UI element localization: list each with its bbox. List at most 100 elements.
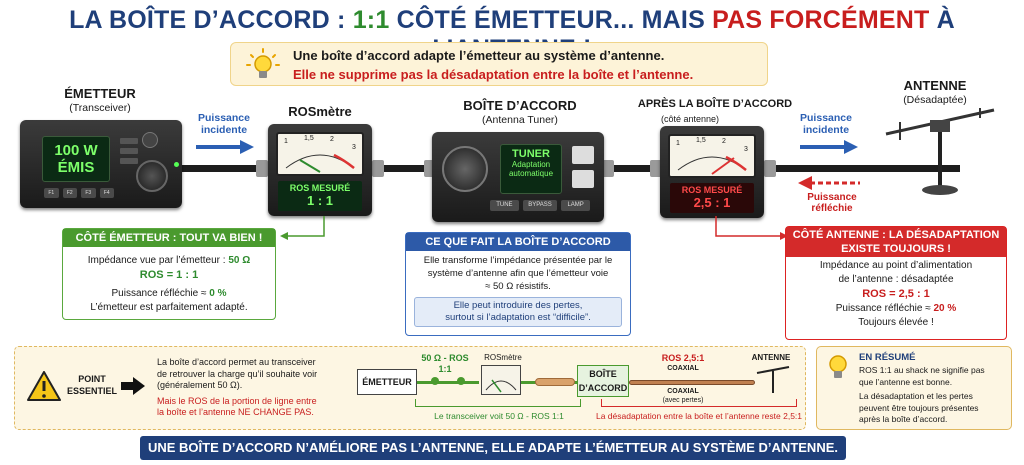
arrow-right-icon (196, 140, 254, 154)
function-button[interactable]: F3 (81, 188, 96, 198)
box-header: CÔTÉ ANTENNE : LA DÉSADAPTATION EXISTE T… (786, 227, 1006, 257)
lamp-button[interactable]: LAMP (561, 200, 590, 211)
key-point-text: La boîte d’accord permet au transceiver … (157, 357, 318, 417)
antenna-icon (885, 108, 995, 195)
title-part-3: CÔTÉ ÉMETTEUR... MAIS (389, 6, 713, 34)
box-header: CE QUE FAIT LA BOÎTE D’ACCORD (406, 233, 630, 251)
transmitter-side-box: CÔTÉ ÉMETTEUR : TOUT VA BIEN ! Impédance… (62, 228, 276, 320)
antenna-subtitle: (Désadaptée) (903, 94, 967, 106)
schema-coax-label: COAXIAL (667, 365, 699, 372)
swr-meter-scale (285, 153, 355, 173)
tuner-side-button[interactable] (572, 146, 594, 164)
summary-panel: EN RÉSUMÉ ROS 1:1 au shack ne signifie p… (816, 346, 1012, 430)
reflected-line: Puissance réfléchie ≈ 0 % (111, 288, 227, 299)
coax-cable-2 (370, 165, 440, 172)
schema-rosmetre (481, 365, 521, 395)
swr-result: ROS = 2,5 : 1 (862, 288, 930, 300)
small-knob[interactable] (142, 132, 158, 148)
panel-button[interactable] (120, 158, 138, 164)
panel-button[interactable] (120, 148, 138, 154)
schema-coax-short (535, 378, 575, 386)
antenna-tuner-device: TUNER Adaptation automatique TUNE BYPASS… (432, 132, 604, 222)
arrow-right-icon (121, 377, 145, 395)
intro-line-1: Une boîte d’accord adapte l’émetteur au … (293, 48, 665, 63)
swr-value: 1 : 1 (306, 193, 333, 208)
swr-meter-face: 1 1,5 2 3 (276, 132, 364, 176)
meter-tick: 1 (284, 138, 288, 145)
schema-antenna-icon (756, 366, 790, 393)
swr-meter-antenna-side: 1 1,5 2 3 ROS MESURÉ 2,5 : 1 (660, 126, 764, 218)
summary-header: EN RÉSUMÉ (859, 352, 916, 363)
lightbulb-icon (829, 355, 847, 378)
schema-note-red: La désadaptation entre la boîte et l’ant… (595, 411, 803, 421)
bottom-banner: UNE BOÎTE D’ACCORD N’AMÉLIORE PAS L’ANTE… (140, 436, 846, 460)
swr-result: ROS = 1 : 1 (139, 269, 199, 281)
antenna-title: ANTENNE (903, 78, 967, 93)
swr-display: ROS MESURÉ 1 : 1 (278, 181, 362, 211)
intro-note: Une boîte d’accord adapte l’émetteur au … (230, 42, 768, 86)
transceiver-status: ÉMIS (57, 159, 95, 176)
schema-ros: ROS 2,5:1 (661, 353, 705, 363)
reflected-label: Puissance réfléchie (807, 192, 857, 214)
after-tuner-subtitle: (côté antenne) (660, 114, 720, 124)
emetteur-title: ÉMETTEUR (64, 86, 136, 101)
tuner-explanation: Elle transforme l’impédance présentée pa… (423, 255, 613, 292)
coax-cable-1 (180, 165, 270, 172)
schema-impedance: 50 Ω - ROS 1:1 (421, 353, 469, 374)
meter-tick: 3 (352, 144, 356, 151)
panel-button[interactable] (120, 138, 138, 144)
swr-meter-scale (677, 155, 747, 175)
incident-label-1: Puissance incidente (198, 112, 250, 136)
box-header: CÔTÉ ÉMETTEUR : TOUT VA BIEN ! (63, 229, 275, 247)
tuner-screen-line: Adaptation (511, 160, 551, 169)
tune-button[interactable]: TUNE (490, 200, 519, 211)
bypass-button[interactable]: BYPASS (522, 200, 558, 211)
tuner-screen: TUNER Adaptation automatique (500, 144, 562, 194)
function-button[interactable]: F4 (99, 188, 114, 198)
pointer-line (280, 216, 325, 240)
tuner-screen-line: automatique (508, 169, 554, 178)
rosmetre-title: ROSmètre (288, 104, 352, 119)
meter-tick: 1,5 (696, 137, 706, 144)
tuner-knob[interactable] (442, 146, 488, 192)
schema-rosmetre-label: ROSmètre (484, 353, 522, 362)
tx-led (174, 162, 179, 167)
transceiver-device: 100 W ÉMIS F1 F2 F3 F4 (20, 120, 182, 208)
intro-line-2: Elle ne supprime pas la désadaptation en… (293, 67, 694, 82)
connector (650, 160, 662, 177)
warning-icon (27, 371, 61, 401)
function-button[interactable]: F2 (62, 188, 77, 198)
swr-meter-face: 1 1,5 2 3 (668, 134, 756, 178)
still-high-line: Toujours élevée ! (858, 317, 934, 328)
connector (256, 160, 268, 177)
transceiver-screen: 100 W ÉMIS (42, 136, 110, 182)
emetteur-subtitle: (Transceiver) (69, 102, 131, 114)
impedance-line: Impédance vue par l’émetteur : 50 Ω (87, 255, 251, 266)
vfo-knob[interactable] (136, 160, 168, 192)
tuner-function-box: CE QUE FAIT LA BOÎTE D’ACCORD Elle trans… (405, 232, 631, 336)
meter-tick: 3 (744, 146, 748, 153)
losses-note: Elle peut introduire des pertes, surtout… (414, 297, 622, 327)
reflected-line: Puissance réfléchie ≈ 20 % (835, 303, 957, 314)
function-button[interactable]: F1 (44, 188, 59, 198)
meter-tick: 2 (330, 136, 334, 143)
tuner-side-button[interactable] (572, 170, 594, 188)
conclusion-line: L’émetteur est parfaitement adapté. (90, 302, 248, 313)
swr-meter-device: 1 1,5 2 3 ROS MESURÉ 1 : 1 (268, 124, 372, 216)
schema-bracket-red (601, 399, 797, 407)
connector (372, 160, 384, 177)
meter-tick: 1 (676, 140, 680, 147)
schema-coax-long (629, 380, 755, 385)
arrow-right-icon (800, 140, 858, 154)
summary-text: ROS 1:1 au shack ne signifie pas que l’a… (859, 365, 985, 424)
schema-coax-loss-label: COAXIAL (avec pertes) (662, 388, 704, 404)
swr-display: ROS MESURÉ 2,5 : 1 (670, 183, 754, 213)
swr-value: 2,5 : 1 (693, 195, 731, 210)
coax-cable-3 (600, 165, 662, 172)
swr-label: ROS MESURÉ (289, 183, 351, 193)
lightbulb-icon (246, 48, 280, 78)
pointer-line (715, 216, 788, 240)
after-tuner-title: APRÈS LA BOÎTE D’ACCORD (637, 98, 793, 110)
coax-cable-4 (760, 165, 960, 172)
meter-tick: 1,5 (304, 135, 314, 142)
